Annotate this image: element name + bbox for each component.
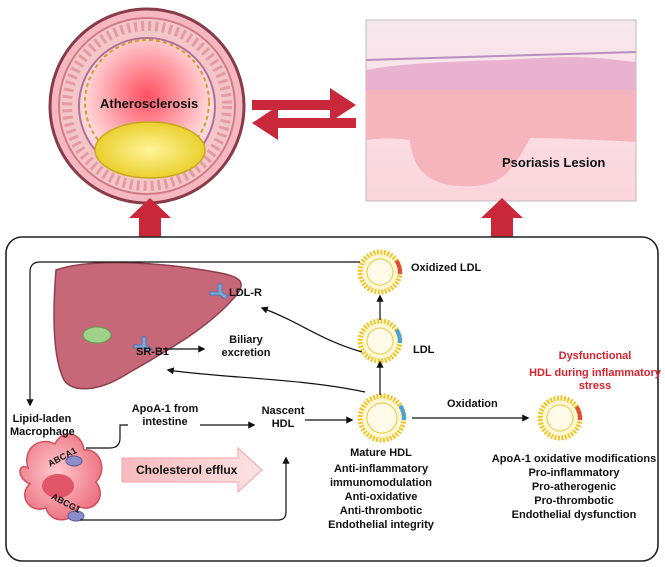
up-arrow-right	[481, 198, 523, 237]
mature-hdl-particle	[357, 393, 407, 443]
oxidized-ldl-particle	[357, 249, 403, 295]
ldl-r-label: LDL-R	[229, 287, 262, 299]
psoriasis-skin	[365, 19, 637, 202]
mature-hdl-properties: Anti-inflammatory immunomodulation Anti-…	[316, 462, 446, 532]
abca1-transporter	[65, 455, 83, 467]
atherosclerosis-label: Atherosclerosis	[100, 96, 199, 111]
mature-hdl-property-3: Anti-oxidative	[344, 491, 418, 503]
connector-arrows	[26, 261, 530, 521]
gallbladder	[82, 326, 112, 344]
dysfunctional-property-2: Pro-inflammatory	[528, 467, 620, 479]
dysfunctional-hdl-line-1: Dysfunctional	[558, 350, 632, 362]
oxidation-label: Oxidation	[447, 398, 498, 410]
psoriasis-lesion-label: Psoriasis Lesion	[502, 155, 606, 170]
biliary-excretion-line-2: excretion	[221, 347, 271, 359]
cholesterol-efflux-arrow	[121, 446, 263, 494]
mature-hdl-label: Mature HDL	[350, 447, 412, 459]
biliary-excretion-line-1: Biliary	[229, 334, 263, 346]
abcg1-transporter	[67, 510, 85, 522]
mature-hdl-property-1: Anti-inflammatory	[333, 463, 429, 475]
ldl-r-receptor-icon	[209, 283, 229, 300]
mature-hdl-property-2: immunomodulation	[329, 477, 433, 489]
dysfunctional-hdl-line-3: stress	[578, 380, 612, 392]
biliary-excretion-label: Biliary excretion	[206, 334, 286, 360]
mature-hdl-property-5: Endothelial integrity	[328, 519, 434, 531]
ldl-label: LDL	[413, 344, 435, 356]
apoa1-line-2: intestine	[142, 416, 188, 428]
ldl-particle	[357, 318, 403, 364]
apoa1-line-1: ApoA-1 from	[131, 403, 199, 415]
nascent-hdl-label: Nascent HDL	[255, 405, 311, 431]
oxidized-ldl-label: Oxidized LDL	[411, 262, 482, 274]
dysfunctional-properties: ApoA-1 oxidative modifications Pro-infla…	[486, 452, 662, 522]
dysfunctional-hdl-line-2: HDL during inflammatory	[529, 367, 661, 379]
bidirectional-arrows	[252, 88, 356, 140]
nascent-hdl-line-2: HDL	[271, 418, 295, 430]
dysfunctional-hdl-particle	[537, 395, 583, 441]
dysfunctional-property-4: Pro-thrombotic	[534, 495, 614, 507]
macrophage-line-1: Lipid-laden	[12, 413, 72, 425]
dysfunctional-hdl-label: Dysfunctional HDL during inflammatory st…	[520, 350, 665, 393]
lipid-laden-macrophage-label: Lipid-laden Macrophage	[10, 413, 75, 439]
dysfunctional-property-1: ApoA-1 oxidative modifications	[491, 453, 657, 465]
up-arrow-left	[129, 198, 171, 237]
sr-b1-label: SR-B1	[136, 346, 170, 358]
artery-cross-section	[48, 7, 246, 205]
macrophage-line-2: Macrophage	[10, 426, 75, 438]
cholesterol-efflux-label: Cholesterol efflux	[136, 463, 238, 477]
mature-hdl-property-4: Anti-thrombotic	[339, 505, 423, 517]
dysfunctional-property-3: Pro-atherogenic	[531, 481, 617, 493]
dysfunctional-property-5: Endothelial dysfunction	[511, 509, 637, 521]
macrophage	[19, 433, 103, 522]
apoa1-intestine-label: ApoA-1 from intestine	[128, 403, 202, 429]
plaque	[94, 121, 206, 179]
sr-b1-receptor-icon	[133, 336, 153, 353]
liver	[53, 261, 242, 390]
nascent-hdl-line-1: Nascent	[261, 405, 305, 417]
